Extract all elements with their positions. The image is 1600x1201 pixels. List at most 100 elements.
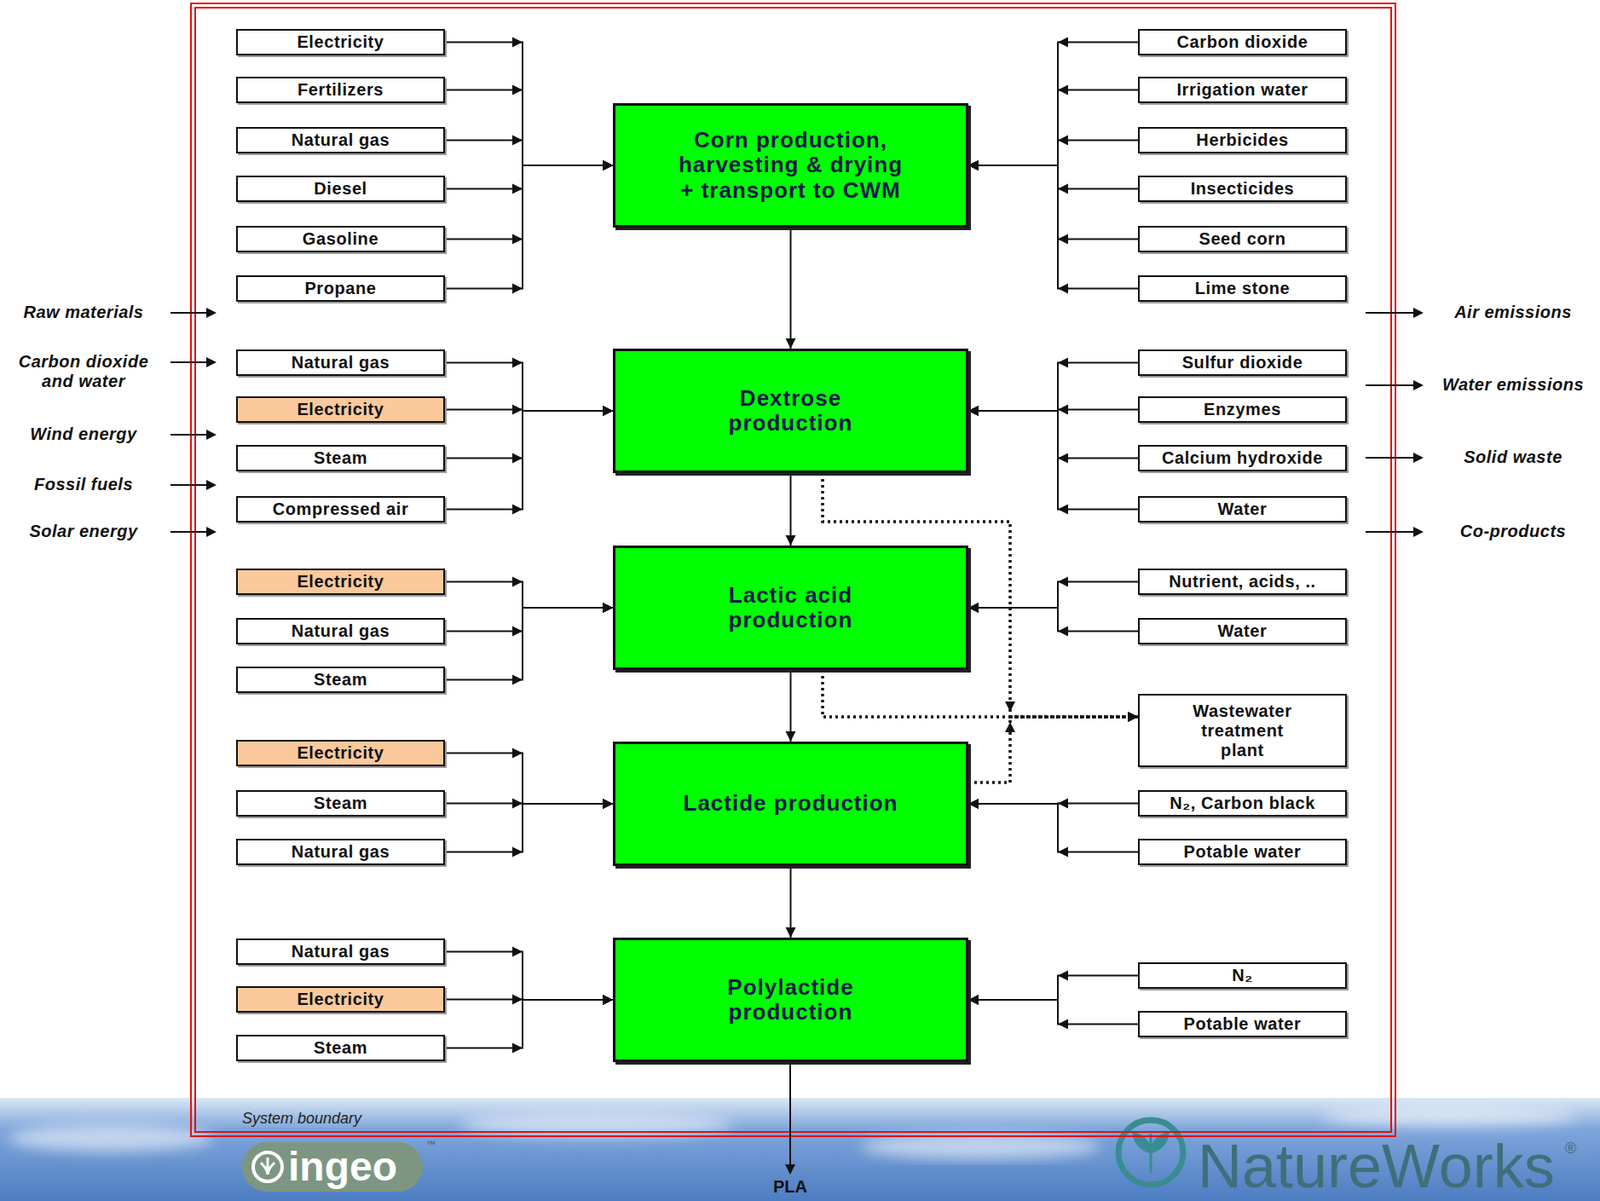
arrow-head (968, 994, 979, 1006)
box-text: Herbicides (1195, 130, 1289, 151)
box-text: N₂ (1231, 965, 1254, 986)
connector-line (968, 410, 1138, 459)
arrow-head (968, 798, 979, 809)
connector-line (968, 976, 1138, 1001)
connector-line (444, 90, 613, 167)
connector (785, 227, 797, 349)
arrow-head (1413, 452, 1424, 463)
connector-line (790, 473, 792, 546)
arrow-head (785, 927, 797, 938)
arrow-head (512, 504, 523, 515)
arrow-head (602, 160, 613, 171)
process-box: Corn production, harvesting & drying + t… (612, 103, 969, 228)
arrow-head (602, 994, 613, 1006)
process-box: Polylactide production (612, 937, 969, 1063)
arrow-head (602, 602, 613, 613)
connector (785, 473, 797, 546)
logo-ring (1118, 1120, 1184, 1185)
input-box: Electricity (236, 28, 445, 56)
arrow-head (602, 160, 613, 171)
arrow-head (785, 1164, 796, 1175)
arrow-head (968, 160, 979, 171)
arrow-head (968, 160, 979, 171)
connector-line (968, 42, 1138, 167)
arrow-head (968, 160, 979, 171)
box-text: Compressed air (272, 499, 410, 520)
input-box: Potable water (1137, 1010, 1347, 1038)
connector-line (444, 363, 613, 412)
arrow-head (512, 135, 523, 146)
arrow-head (602, 602, 613, 613)
connector-line (822, 670, 1138, 717)
box-text: Sulfur dioxide (1182, 352, 1304, 373)
connector-line (444, 582, 613, 609)
connector-line (968, 165, 1138, 190)
arrow-head (512, 947, 523, 958)
arrow-head (785, 535, 797, 546)
box-text: Dextrose production (676, 386, 906, 436)
connector (968, 798, 1138, 858)
input-box: Lime stone (1137, 275, 1347, 302)
input-category: Raw materials (4, 302, 163, 323)
input-category: Wind energy (4, 424, 163, 445)
box-text: Enzymes (1203, 399, 1282, 420)
box-text: Natural gas (291, 842, 391, 862)
connector (968, 160, 1138, 295)
connector (444, 947, 613, 1006)
arrow-head (1057, 184, 1069, 195)
connector-line (444, 410, 613, 510)
input-box: Natural gas (236, 938, 445, 965)
box-text: Potable water (1184, 842, 1302, 862)
connector-line (444, 607, 613, 681)
input-box: Steam (236, 790, 445, 817)
box-text: Natural gas (291, 352, 391, 373)
arrow-head (1057, 626, 1069, 637)
connector (968, 405, 1138, 464)
system-boundary-inner (195, 7, 1392, 1133)
arrow-head (968, 798, 979, 809)
input-box: Seed corn (1137, 225, 1347, 253)
connector-line (444, 140, 613, 167)
connector-line (968, 716, 1138, 783)
arrow-head (206, 526, 217, 538)
connector-line (968, 607, 1138, 632)
box-text: Carbon dioxide (1177, 32, 1309, 52)
box-text: Insecticides (1190, 179, 1295, 199)
arrow-head (206, 429, 217, 440)
arrow-head (968, 160, 979, 171)
connector-line (444, 165, 613, 190)
connector-line (790, 227, 792, 349)
connector (822, 670, 1138, 723)
arrow-head (602, 405, 613, 416)
arrow-head (602, 994, 613, 1006)
connector (968, 85, 1138, 172)
box-text: Gasoline (302, 229, 379, 249)
arrow-head (1413, 380, 1424, 391)
arrow-head (1413, 526, 1424, 538)
arrow-head (602, 798, 613, 809)
arrow-head (512, 283, 523, 295)
arrow-head (512, 577, 523, 588)
input-box: Steam (236, 666, 445, 694)
system-boundary-outer (190, 3, 1396, 1137)
connector (968, 358, 1138, 417)
input-box: N₂ (1137, 962, 1347, 989)
arrow-head (512, 1043, 523, 1054)
connector (785, 866, 797, 938)
connector-line (790, 866, 792, 938)
arrow-head (1057, 135, 1069, 146)
box-text: Diesel (313, 179, 368, 199)
input-category: Carbon dioxide and water (4, 352, 163, 392)
arrow-head (602, 798, 613, 809)
arrow-head (512, 798, 523, 809)
box-text: Electricity (296, 571, 384, 592)
flow-arrow-line (170, 361, 208, 364)
connector-line (968, 803, 1138, 853)
connector (444, 994, 613, 1054)
input-box: Diesel (236, 175, 445, 203)
input-box: Gasoline (236, 225, 445, 253)
output-category: Water emissions (1432, 375, 1595, 395)
connector (444, 85, 613, 172)
input-box: Calcium hydroxide (1137, 444, 1347, 472)
